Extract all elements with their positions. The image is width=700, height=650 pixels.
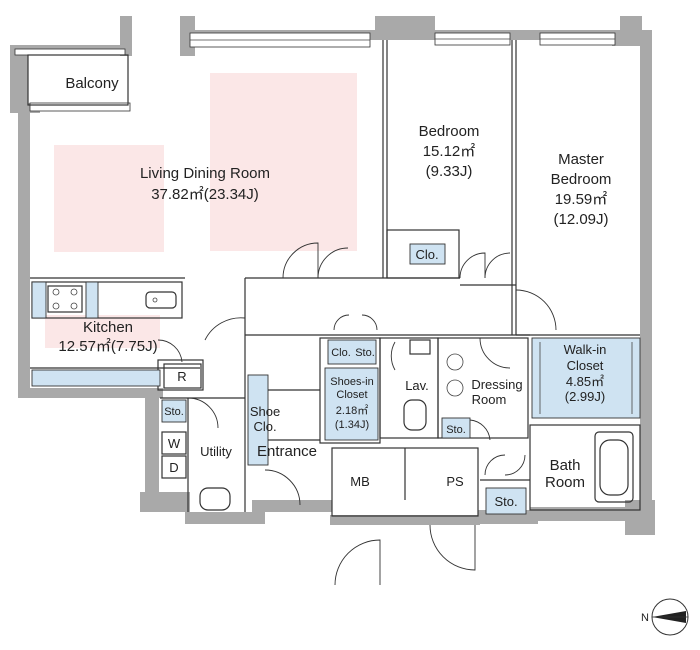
bath-sto — [485, 487, 527, 515]
kitchen-zone-highlight — [45, 315, 160, 348]
walk-in-closet-name-2: Closet — [567, 358, 604, 373]
shoes-in-closet-sto — [327, 339, 377, 365]
walk-in-closet-j: (2.99J) — [565, 389, 605, 404]
dressing-sto-label: Sto. — [446, 424, 466, 436]
bedroom-area: 15.12㎡ — [423, 143, 476, 160]
kitchen-counter — [31, 281, 183, 387]
bedroom-j: (9.33J) — [426, 163, 473, 180]
mb-label: MB — [350, 474, 370, 489]
shoes-in-closet — [324, 367, 379, 441]
living-zone-highlight — [210, 73, 357, 251]
kitchen-name: Kitchen — [83, 319, 133, 336]
dressing-room-name-2: Room — [472, 392, 507, 407]
walk-in-closet-area: 4.85㎡ — [566, 374, 604, 389]
entrance-label: Entrance — [257, 443, 317, 460]
shoe-closet-name-2: Clo. — [253, 419, 276, 434]
master-bedroom-name-1: Master — [558, 151, 604, 168]
kitchen-area: 12.57㎡(7.75J) — [58, 338, 157, 355]
master-bedroom-name-2: Bedroom — [551, 171, 612, 188]
shoes-in-closet-name-2: Closet — [336, 389, 367, 401]
lavatory-fixtures — [199, 339, 464, 511]
balcony-label: Balcony — [65, 75, 119, 92]
dryer-label: D — [169, 460, 178, 475]
bath-room-name-2: Room — [545, 474, 585, 491]
bedroom-closet-label: Clo. — [415, 247, 438, 262]
shoes-in-sto-label: Sto. — [355, 347, 375, 359]
shoes-in-closet-name-1: Shoes-in — [330, 376, 373, 388]
shoe-closet-name-1: Shoe — [250, 404, 280, 419]
shoes-in-closet-area: 2.18㎡ — [336, 404, 368, 417]
living-room-name: Living Dining Room — [140, 165, 270, 182]
utility-sto — [161, 399, 187, 423]
refrigerator-space — [163, 363, 202, 389]
interior-walls — [27, 40, 641, 517]
utility-label: Utility — [200, 444, 232, 459]
washer-space — [161, 431, 187, 455]
washer-label: W — [168, 436, 181, 451]
compass-north-label: N — [641, 612, 649, 624]
utility-toilet — [199, 487, 231, 511]
master-bedroom-area: 19.59㎡ — [555, 191, 608, 208]
windows — [14, 32, 616, 112]
shoes-in-clo-label: Clo. — [331, 347, 351, 359]
compass: N — [641, 598, 689, 636]
ps-label: PS — [446, 474, 464, 489]
dryer-space — [161, 455, 187, 479]
lavatory-label: Lav. — [405, 378, 429, 393]
bath-room-name-1: Bath — [550, 457, 581, 474]
utility-sto-label: Sto. — [164, 406, 184, 418]
dressing-sto — [441, 417, 471, 439]
bath-sto-label: Sto. — [494, 494, 517, 509]
master-bedroom-j: (12.09J) — [553, 211, 608, 228]
bedroom-name: Bedroom — [419, 123, 480, 140]
bedroom-closet — [409, 243, 446, 265]
dining-zone-highlight — [54, 145, 164, 252]
refrigerator-label: R — [177, 369, 186, 384]
doors — [157, 242, 557, 586]
living-room-area: 37.82㎡(23.34J) — [151, 186, 259, 203]
dressing-room-name-1: Dressing — [471, 377, 522, 392]
walk-in-closet-name-1: Walk-in — [564, 342, 607, 357]
shoes-in-closet-j: (1.34J) — [335, 419, 369, 431]
shoe-closet — [247, 374, 269, 466]
walk-in-closet — [531, 337, 641, 419]
